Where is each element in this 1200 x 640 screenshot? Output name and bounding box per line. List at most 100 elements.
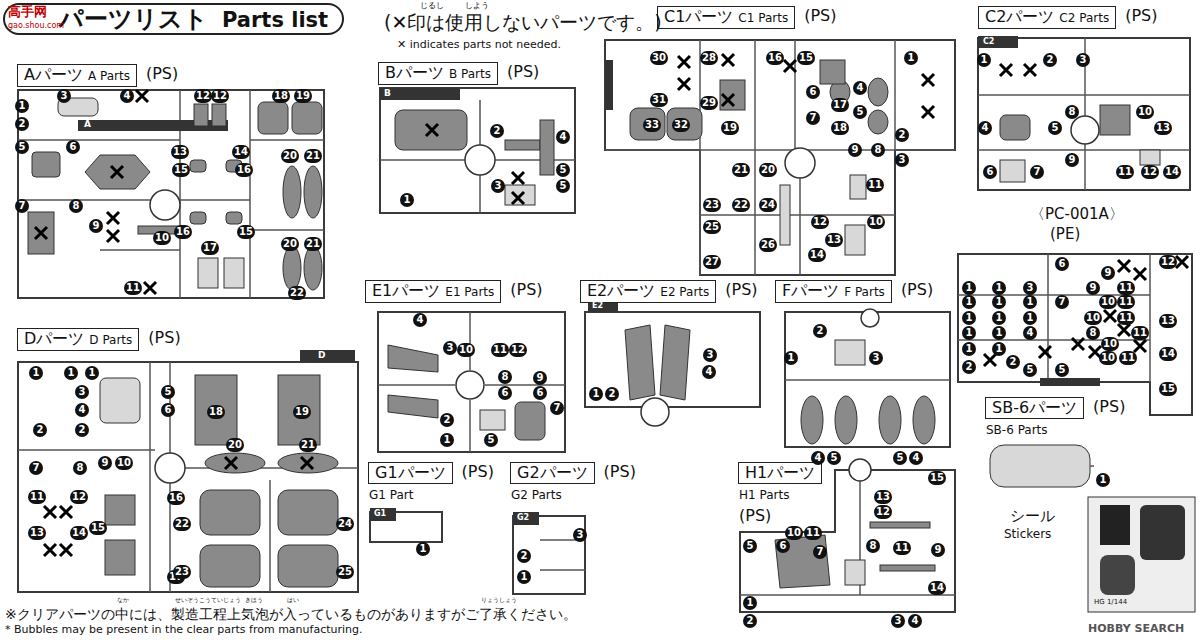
callout-number: 14 — [1163, 165, 1181, 179]
callout-number: 24 — [336, 517, 354, 531]
header-text: SB-6 Parts — [986, 421, 1048, 439]
callout-number: 12 — [194, 89, 212, 103]
callout-number: 9 — [1086, 281, 1100, 295]
callout-number: 22 — [173, 517, 191, 531]
callout-number: 4 — [909, 451, 923, 465]
sprue-tag: E2 — [592, 301, 603, 310]
callout-number: 3 — [491, 179, 505, 193]
note-text: ✕ indicates parts not needed. — [397, 39, 561, 52]
parts-header: BパーツB Parts(PS) — [378, 62, 498, 85]
header-text: E1パーツ — [372, 281, 440, 301]
callout-number: 1 — [440, 433, 454, 447]
callout-number: 7 — [813, 545, 827, 559]
header-text: C1パーツ — [664, 7, 733, 27]
callout-number: 12 — [509, 343, 527, 357]
callout-number: 11 — [1117, 311, 1135, 325]
callout-number: 31 — [650, 93, 668, 107]
header-text: D Parts — [89, 330, 132, 350]
material-code: (PS) — [462, 463, 494, 481]
callout-number: 2 — [440, 413, 454, 427]
callout-number: 20 — [281, 149, 299, 163]
sprue-tag: A — [84, 119, 91, 129]
callout-number: 22 — [732, 198, 750, 212]
callout-number: 9 — [931, 543, 945, 557]
callout-number: 2 — [895, 128, 909, 142]
callout-number: 15 — [172, 163, 190, 177]
callout-number: 15 — [89, 521, 107, 535]
callout-number: 6 — [66, 140, 80, 154]
callout-number: 10 — [153, 231, 171, 245]
callout-number: 3 — [57, 89, 71, 103]
footnote: ※クリアパーツの中には、製造工程上気泡が入っているものがありますがご了承ください… — [5, 606, 577, 622]
callout-number: 2 — [813, 324, 827, 338]
sprue-tag: B — [384, 88, 391, 98]
callout-number: 3 — [1076, 53, 1090, 67]
callout-number: 2 — [1006, 355, 1020, 369]
callout-number: 7 — [1055, 295, 1069, 309]
callout-number: 1 — [589, 387, 603, 401]
parts-header: SB-6パーツSB-6 Parts(PS) — [985, 397, 1084, 419]
callout-number: 4 — [1023, 326, 1037, 340]
sprue-tag: C2 — [983, 37, 994, 46]
callout-number: 3 — [895, 153, 909, 167]
callout-number: 23 — [173, 565, 191, 579]
callout-number: 13 — [171, 145, 189, 159]
callout-number: 1 — [962, 326, 976, 340]
material-code: (PS) — [1125, 7, 1157, 25]
callout-number: 7 — [29, 461, 43, 475]
callout-number: 21 — [304, 237, 322, 251]
callout-number: 3 — [891, 614, 905, 628]
callout-number: 1 — [400, 193, 414, 207]
callout-number: 3 — [573, 528, 587, 542]
callout-number: 9 — [533, 371, 547, 385]
callout-number: 15 — [237, 225, 255, 239]
callout-number: 3 — [869, 351, 883, 365]
material-code: (PS) — [148, 329, 180, 347]
callout-number: 2 — [743, 614, 757, 628]
callout-number: 1 — [992, 326, 1006, 340]
callout-number: 14 — [1159, 347, 1177, 361]
title-text: Parts list — [222, 6, 328, 34]
material-code: (PS) — [804, 7, 836, 25]
callout-number: 18 — [831, 121, 849, 135]
callout-number: 6 — [983, 165, 997, 179]
parts-header: C1パーツC1 Parts(PS) — [657, 6, 795, 29]
callout-number: 8 — [69, 199, 83, 213]
callout-number: 1 — [784, 351, 798, 365]
callout-number: 16 — [766, 51, 784, 65]
callout-number: 20 — [281, 237, 299, 251]
callout-number: 17 — [201, 241, 219, 255]
callout-number: 1 — [743, 596, 757, 610]
material-code: (PS) — [604, 463, 636, 481]
header-text: B Parts — [449, 64, 491, 84]
callout-number: 12 — [211, 89, 229, 103]
parts-header: H1パーツH1 Parts(PS) — [738, 462, 822, 484]
callout-number: 12 — [1141, 165, 1159, 179]
parts-header: G1パーツG1 Part(PS) — [368, 462, 453, 484]
callout-number: 5 — [484, 433, 498, 447]
callout-number: 12 — [811, 215, 829, 229]
material-code: (PE) — [1050, 226, 1080, 243]
callout-number: 16 — [174, 225, 192, 239]
callout-number: 18 — [207, 405, 225, 419]
callout-number: 1 — [1023, 311, 1037, 325]
callout-number: 29 — [700, 96, 718, 110]
note-text: (✕印は使用しないパーツです。) — [384, 12, 662, 34]
callout-number: 1 — [962, 281, 976, 295]
callout-number: 1 — [962, 295, 976, 309]
callout-number: 11 — [804, 526, 822, 540]
callout-number: 11 — [28, 490, 46, 504]
header-text: F Parts — [844, 282, 885, 302]
callout-number: 1 — [416, 542, 430, 556]
callout-number: 4 — [413, 313, 427, 327]
callout-number: 1 — [962, 342, 976, 356]
callout-number: 8 — [866, 539, 880, 553]
callout-number: 19 — [294, 89, 312, 103]
header-text: E1 Parts — [445, 282, 494, 302]
callout-number: 21 — [304, 149, 322, 163]
callout-number: 2 — [33, 423, 47, 437]
callout-number: 7 — [550, 401, 564, 415]
callout-number: 11 — [1131, 326, 1149, 340]
callout-number: 13 — [825, 233, 843, 247]
header-text: A Parts — [88, 66, 130, 86]
